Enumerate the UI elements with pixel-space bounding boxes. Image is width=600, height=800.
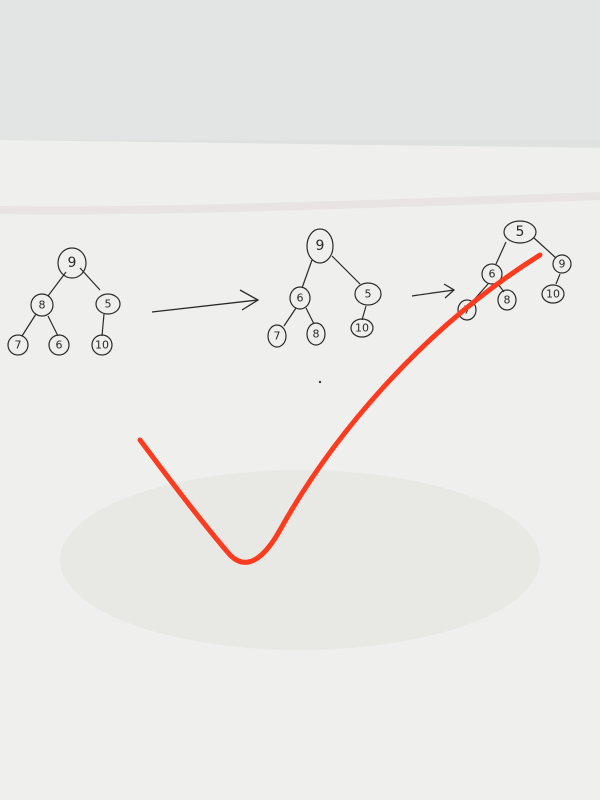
tree-1-node: [57, 247, 87, 279]
arrow-2-shaft: [411, 289, 455, 297]
tree-2-edge: [283, 307, 297, 327]
tree-2-node: [306, 322, 326, 346]
tree-1-node-label: 7: [15, 339, 22, 352]
tree-1-edge: [21, 313, 37, 337]
tree-1-node: [48, 334, 70, 356]
tree-1-node-label: 6: [56, 339, 63, 352]
tree-1-node: [95, 293, 121, 315]
tree-2-node-label: 5: [365, 288, 372, 301]
tree-1-node-label: 9: [68, 255, 77, 271]
shadow-area: [60, 470, 540, 650]
tree-1-edge: [47, 271, 67, 297]
tree-2-node-label: 9: [316, 238, 325, 254]
tree-1-node-label: 8: [39, 299, 46, 312]
tree-3-node: [541, 284, 565, 304]
tree-2-node: [267, 324, 287, 348]
tree-1: 9 8 5 7 6 10: [7, 247, 121, 356]
tree-2-node-label: 6: [297, 292, 304, 305]
arrow-1-shaft: [151, 299, 259, 313]
stray-ink-dot: [318, 380, 322, 384]
tree-1-edge: [47, 315, 59, 337]
arrow-1: [151, 289, 260, 313]
tree-3-edge: [533, 237, 557, 259]
tree-1-node-label: 10: [95, 339, 109, 352]
tree-3-edge: [555, 273, 561, 285]
tree-3-node: [503, 220, 537, 244]
tree-2: 9 6 5 7 8 10: [267, 228, 382, 384]
arrow-2-head: [443, 283, 456, 299]
tree-1-node: [91, 334, 113, 356]
tree-2-node: [354, 282, 382, 306]
tree-2-node: [350, 318, 374, 338]
tree-2-edge: [361, 305, 367, 321]
tree-3-node-label: 10: [546, 288, 560, 301]
tree-3-node: [497, 289, 517, 311]
tree-3-edge: [495, 241, 507, 265]
tree-2-node-label: 8: [313, 328, 320, 341]
tree-3-node-label: 9: [559, 258, 566, 271]
tree-3-node-label: 6: [489, 268, 496, 281]
tree-3-node-label: 5: [516, 224, 525, 240]
tree-3-node: [552, 254, 572, 274]
tree-1-edge: [101, 313, 105, 337]
tree-2-edge: [331, 255, 361, 285]
arrow-2: [411, 283, 456, 299]
arrow-1-head: [239, 289, 260, 311]
background-surface: [0, 0, 600, 140]
tree-3-node-label: 8: [504, 294, 511, 307]
red-checkmark: [137, 252, 543, 565]
tree-3-node: [457, 299, 477, 321]
tree-1-node: [7, 334, 29, 356]
tree-2-node-label: 7: [274, 330, 281, 343]
tree-1-node: [30, 293, 54, 317]
tree-2-node: [306, 228, 334, 264]
tree-2-node: [289, 286, 311, 310]
tree-2-edge: [301, 259, 313, 289]
faint-pink-band: [0, 192, 600, 215]
tree-2-edge: [305, 307, 315, 325]
tree-3-node: [481, 263, 503, 285]
tree-2-node-label: 10: [355, 322, 369, 335]
tree-1-node-label: 5: [105, 298, 112, 311]
